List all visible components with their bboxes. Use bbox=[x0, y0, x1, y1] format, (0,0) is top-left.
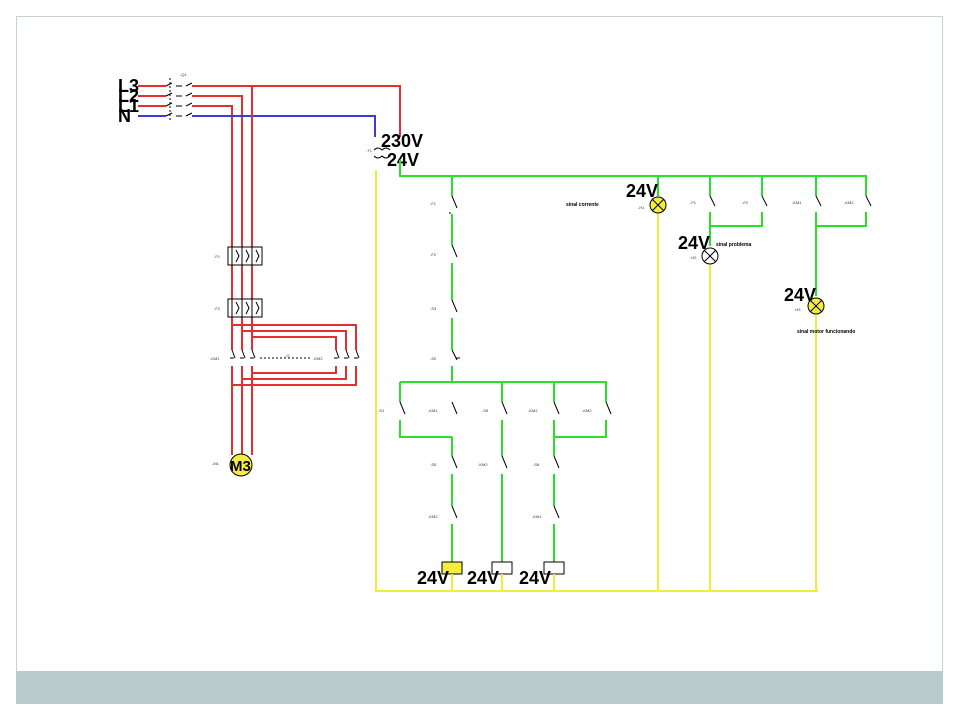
ctrl-s2-tag: -S2 bbox=[430, 356, 437, 361]
thermal-relay-f2: -F2 bbox=[214, 298, 263, 318]
phase-line-l1 bbox=[138, 105, 233, 455]
branch-row-1: -S1 -KM1 -S5 -KM2 -KM2 bbox=[378, 401, 614, 420]
ctrl-s3-tag: -S3 bbox=[430, 306, 437, 311]
fuse-f1-tag: -F1 bbox=[214, 254, 221, 259]
transformer-primary: 230V bbox=[381, 131, 423, 151]
ctrl-f2-tag: -F2 bbox=[430, 252, 437, 257]
branch-row-3: -KM2 -KM1 bbox=[428, 505, 562, 524]
main-switch-tag: -Q1 bbox=[180, 72, 187, 77]
row1-km2b: -KM2 bbox=[582, 408, 592, 413]
rc-km1: -KM1 bbox=[792, 200, 802, 205]
row2-s5: -S5 bbox=[430, 462, 437, 467]
lamp-h3-label: sinal motor funcionando bbox=[797, 329, 855, 335]
lamp-h1-label: sinal corrente bbox=[566, 202, 599, 208]
transformer-t1: -T1 230V 24V bbox=[366, 131, 423, 170]
control-return-bus bbox=[375, 170, 818, 592]
row3-km1: -KM1 bbox=[532, 514, 542, 519]
lamp-h1-tag: -H1 bbox=[638, 205, 645, 210]
coil-1-voltage: 24V bbox=[417, 568, 449, 588]
lamp-h1-voltage: 24V bbox=[626, 181, 658, 201]
lamp-h3-tag: -H3 bbox=[794, 307, 801, 312]
lamp-h3: 24V -H3 sinal motor funcionando bbox=[784, 285, 855, 335]
row2-km2: -KM2 bbox=[478, 462, 488, 467]
motor-label: M3 bbox=[230, 458, 251, 475]
power-circuit: L3 L2 L1 N -Q1 -F1 -F2 bbox=[118, 72, 401, 477]
right-contacts: -F1 -F2 -KM1 -KM2 bbox=[690, 195, 874, 212]
phase-label-l2: L2 bbox=[118, 86, 139, 106]
coil-2-voltage: 24V bbox=[467, 568, 499, 588]
control-column-contacts: -F1 -F2 -S3 -S2 bbox=[430, 195, 460, 366]
phase-label-l1: L1 bbox=[118, 96, 139, 116]
phase-label-l3: L3 bbox=[118, 76, 139, 96]
phase-line-l3 bbox=[138, 85, 401, 137]
neutral-line bbox=[138, 115, 376, 137]
transformer-secondary: 24V bbox=[387, 150, 419, 170]
row3-km2: -KM2 bbox=[428, 514, 438, 519]
lamp-h2-voltage: 24V bbox=[678, 233, 710, 253]
contactor-km2-power: -KM2 bbox=[313, 349, 360, 366]
thermal-relay-f1: -F1 bbox=[214, 246, 263, 266]
contactor-km1-power: -KM1 bbox=[210, 349, 258, 366]
rc-km2: -KM2 bbox=[844, 200, 854, 205]
branch-row-2: -S5 -KM2 -S6 bbox=[430, 455, 562, 474]
phase-line-l2 bbox=[138, 95, 243, 455]
footer-bar bbox=[16, 671, 943, 704]
lamp-h2-tag: -H2 bbox=[690, 255, 697, 260]
lamp-h2-label: sinal problema bbox=[716, 242, 752, 248]
motor-tag: -M1 bbox=[212, 461, 220, 466]
lamp-h3-voltage: 24V bbox=[784, 285, 816, 305]
lamp-h1: 24V -H1 sinal corrente bbox=[566, 181, 667, 214]
transformer-tag: -T1 bbox=[366, 148, 373, 153]
rc-f2: -F2 bbox=[742, 200, 749, 205]
phase-label-n: N bbox=[118, 106, 131, 126]
lamp-h2: 24V -H2 sinal problema bbox=[678, 233, 752, 265]
control-circuit: -F1 -F2 -S3 -S2 -S1 -KM1 -S5 -KM2 -KM2 bbox=[375, 160, 874, 592]
motor-m1: -M1 M3 bbox=[212, 453, 253, 477]
row1-km1: -KM1 bbox=[428, 408, 438, 413]
row1-km2a: -KM2 bbox=[528, 408, 538, 413]
row1-s5: -S5 bbox=[482, 408, 489, 413]
km2-power-tag: -KM2 bbox=[313, 356, 323, 361]
ctrl-f1-tag: -F1 bbox=[430, 201, 437, 206]
rc-f1: -F1 bbox=[690, 200, 697, 205]
km1-power-tag: -KM1 bbox=[210, 356, 220, 361]
coil-3-voltage: 24V bbox=[519, 568, 551, 588]
row2-s6: -S6 bbox=[533, 462, 540, 467]
fuse-f2-tag: -F2 bbox=[214, 306, 221, 311]
motor-symbol bbox=[229, 453, 253, 477]
main-switch: -Q1 bbox=[160, 72, 200, 120]
row1-s1: -S1 bbox=[378, 408, 385, 413]
interlock-tag: -Q bbox=[285, 353, 289, 358]
slide-frame bbox=[16, 16, 943, 704]
coils: 24V 24V 24V bbox=[417, 561, 565, 591]
